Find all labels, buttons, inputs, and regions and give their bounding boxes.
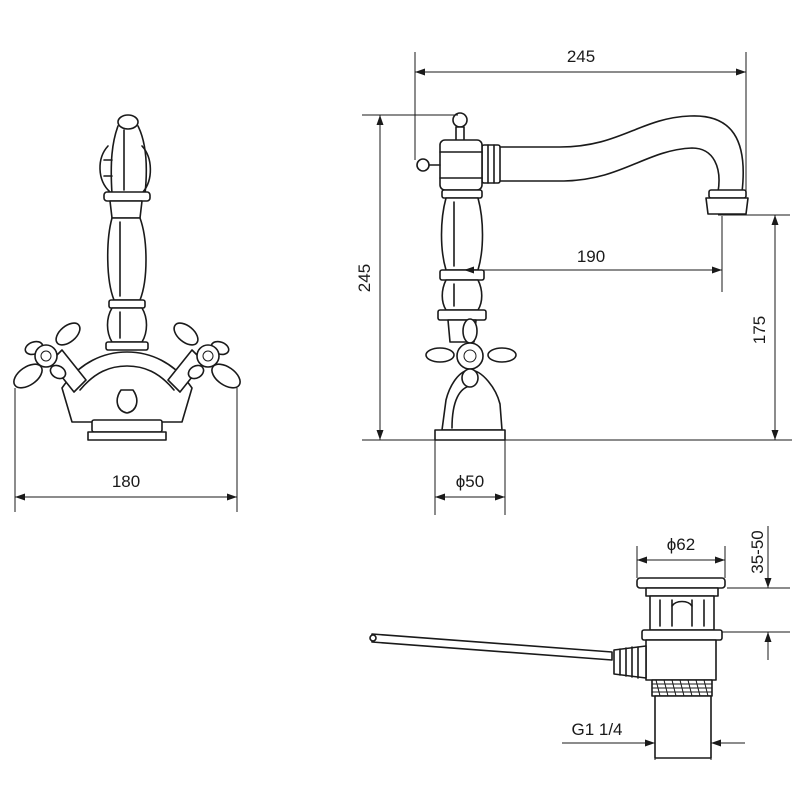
side-column — [437, 189, 487, 343]
dimension-180-label: 180 — [112, 472, 140, 491]
dimension-190: 190 — [464, 216, 723, 292]
dimension-thread: G1 1/4 — [562, 700, 745, 760]
dimension-175: 175 — [718, 214, 790, 440]
dimension-245-height: 245 — [355, 114, 458, 440]
front-lever — [116, 389, 138, 414]
drain-body — [613, 595, 723, 681]
dimension-245-width: 245 — [414, 47, 747, 196]
drain-thread — [651, 679, 713, 759]
side-body — [434, 368, 506, 441]
dimension-180: 180 — [14, 388, 238, 512]
front-view: 180 — [13, 114, 241, 512]
dimension-190-label: 190 — [577, 247, 605, 266]
dimension-245-width-label: 245 — [567, 47, 595, 66]
front-body — [61, 351, 193, 441]
dimension-phi62: ϕ62 — [636, 535, 726, 578]
dimension-35-50-label: 35-50 — [748, 530, 767, 573]
dimension-phi50-label: ϕ50 — [456, 472, 484, 491]
dimension-phi62-label: ϕ62 — [667, 535, 695, 554]
dimension-phi50: ϕ50 — [434, 440, 506, 515]
drain-rod — [369, 633, 613, 661]
drain-view: ϕ62 35-50 G1 1/4 — [369, 526, 790, 760]
drain-cap — [636, 577, 726, 597]
dimension-thread-label: G1 1/4 — [571, 720, 622, 739]
dimension-35-50: 35-50 — [722, 526, 790, 660]
dimension-175-label: 175 — [750, 316, 769, 344]
side-hub — [416, 112, 483, 191]
front-column — [103, 191, 151, 351]
front-handle-left — [13, 322, 87, 393]
side-handle — [425, 318, 517, 370]
side-view: 245 245 190 175 ϕ50 — [355, 47, 792, 515]
front-spout — [99, 114, 152, 195]
dimension-245-height-label: 245 — [355, 264, 374, 292]
side-spout — [481, 115, 749, 215]
front-handle-right — [167, 322, 241, 393]
